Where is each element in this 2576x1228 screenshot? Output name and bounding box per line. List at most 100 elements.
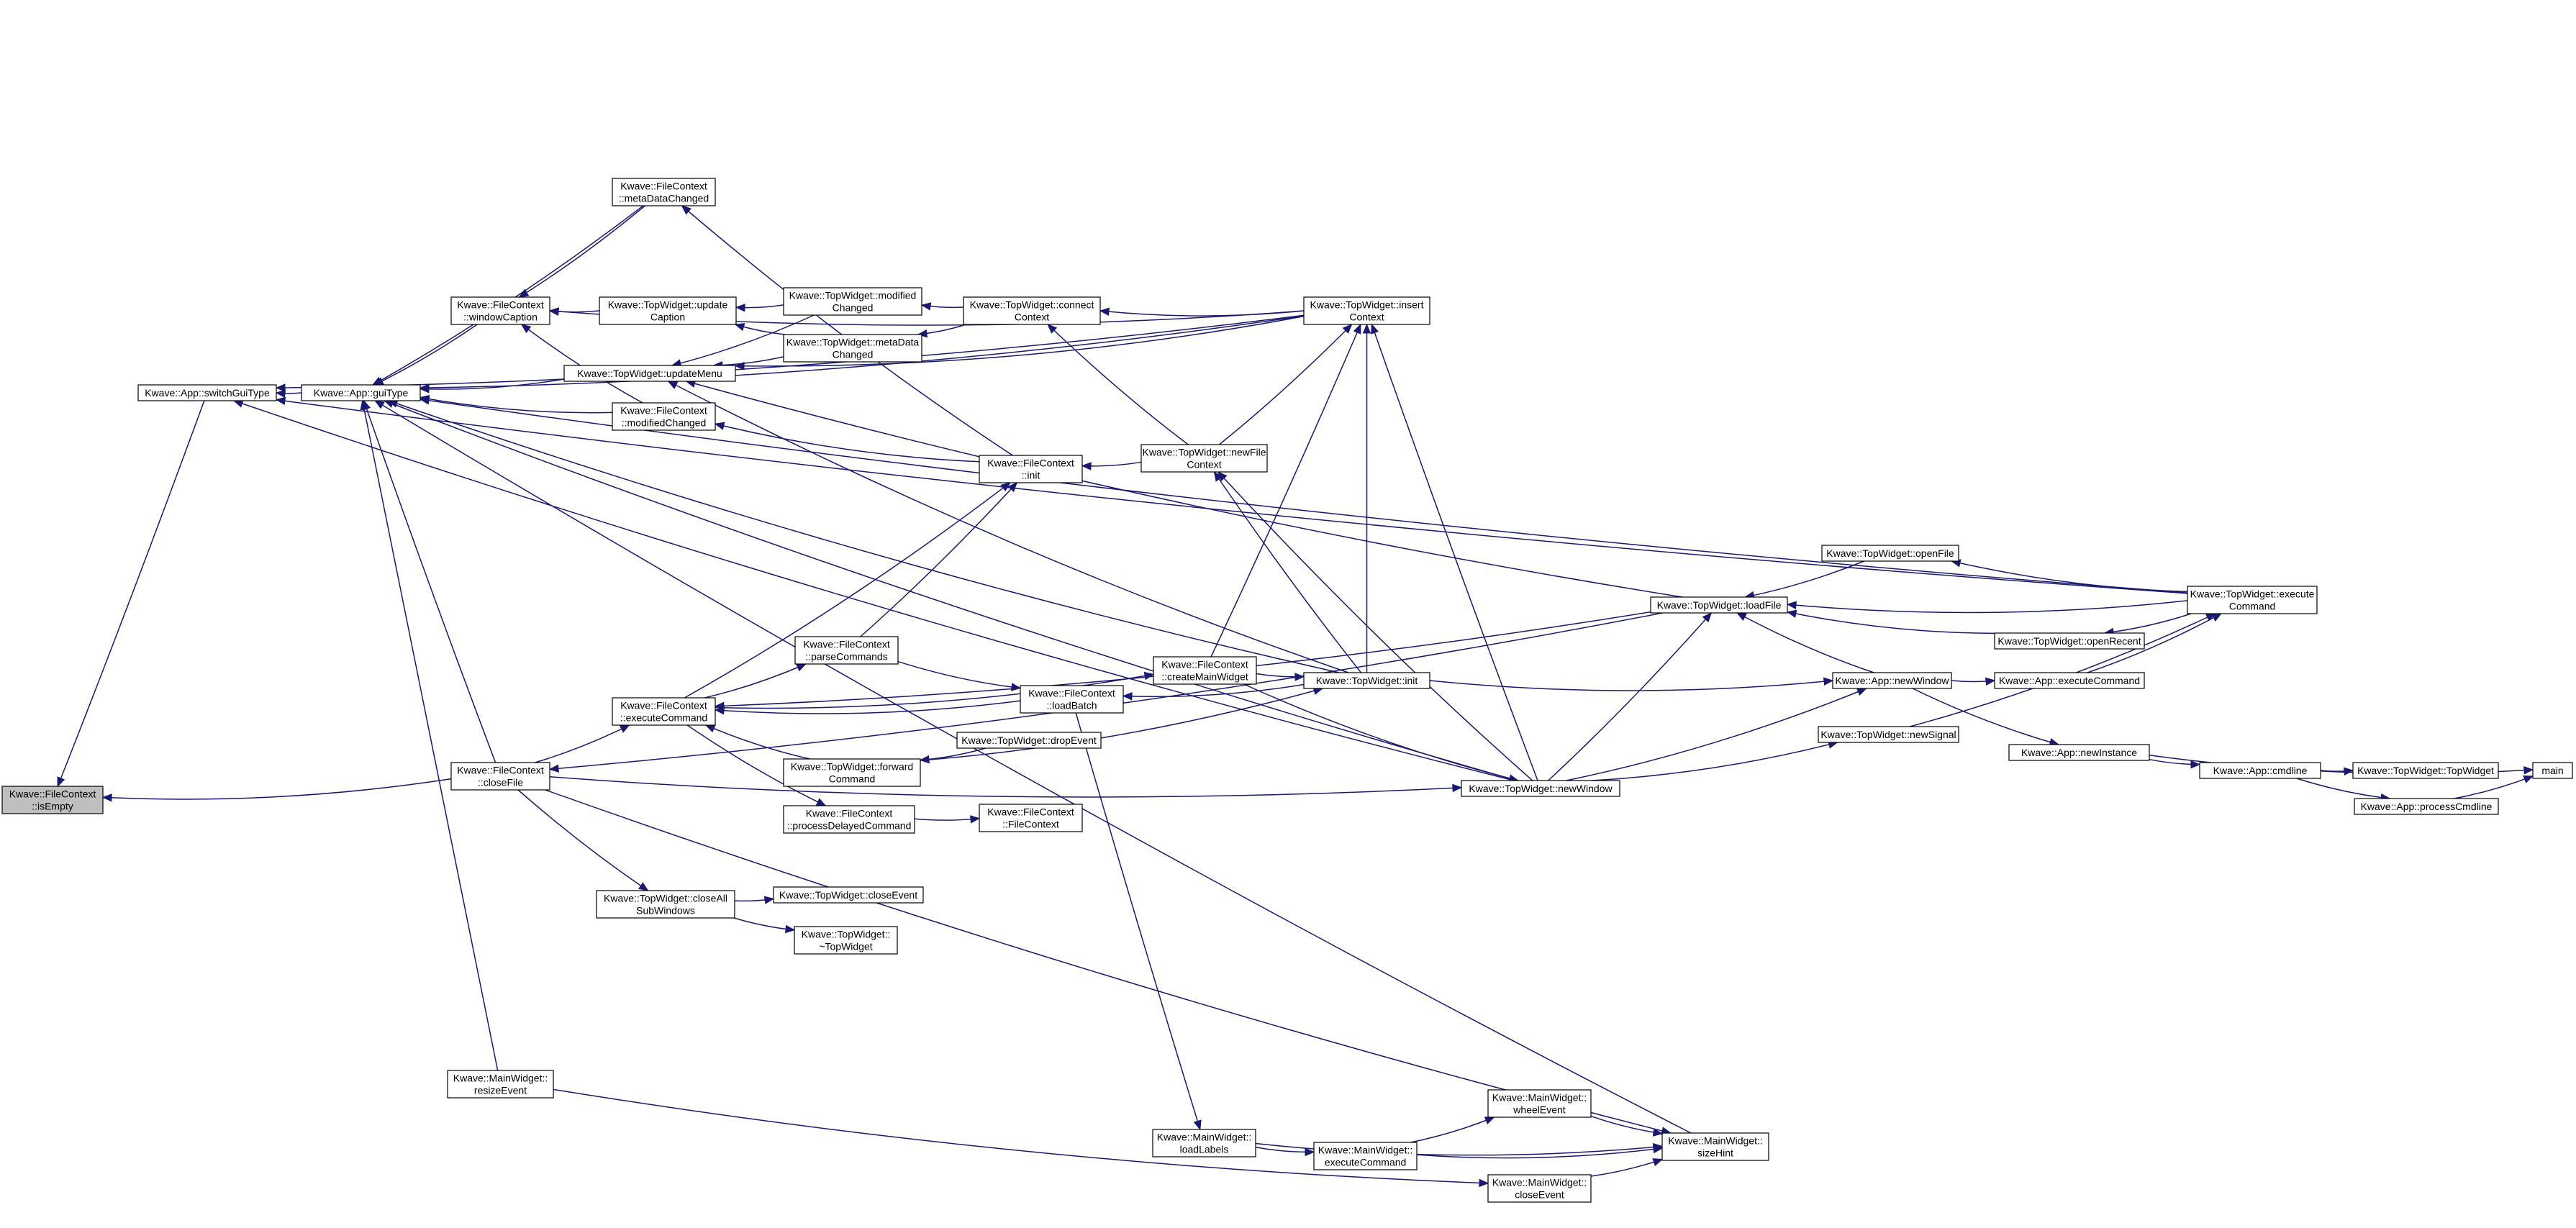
edge-createMainWidget-to-insertContext: [1210, 324, 1361, 658]
node-label: main: [2541, 765, 2563, 776]
edge-twInit-to-guiType: [388, 400, 1340, 673]
node-openRecent[interactable]: Kwave::TopWidget::openRecent: [1994, 632, 2145, 650]
node-label: Kwave::App::guiType: [314, 387, 409, 399]
node-isEmpty[interactable]: Kwave::FileContext::isEmpty: [1, 786, 104, 814]
node-label: Caption: [650, 311, 685, 323]
arrowhead: [920, 302, 932, 311]
node-box: [447, 1070, 554, 1099]
node-label: ::init: [1022, 470, 1040, 481]
node-metaDataChangedFC[interactable]: Kwave::FileContext::metaDataChanged: [612, 178, 716, 206]
node-modifiedChangedTW[interactable]: Kwave::TopWidget::modifiedChanged: [783, 287, 922, 316]
arrowhead: [1143, 671, 1155, 681]
node-box: [1661, 1132, 1769, 1161]
node-loadBatch[interactable]: Kwave::FileContext::loadBatch: [1020, 685, 1124, 714]
arrowhead: [275, 396, 286, 406]
node-main[interactable]: main: [2532, 762, 2573, 779]
edge-insertContext-to-updateMenu: [735, 315, 1305, 367]
node-updateMenu[interactable]: Kwave::TopWidget::updateMenu: [563, 365, 736, 382]
node-loadFile[interactable]: Kwave::TopWidget::loadFile: [1650, 596, 1788, 614]
node-closeEventTW[interactable]: Kwave::TopWidget::closeEvent: [773, 886, 924, 904]
edge-executeCommandFC-to-parseCommands: [704, 663, 807, 699]
node-processCmdline[interactable]: Kwave::App::processCmdline: [2354, 798, 2499, 815]
arrowhead: [360, 399, 368, 411]
node-executeCommandFC[interactable]: Kwave::FileContext::executeCommand: [612, 697, 716, 726]
node-label: Kwave::MainWidget::: [1492, 1177, 1587, 1188]
arrowhead: [2523, 765, 2534, 775]
node-label: Kwave::App::cmdline: [2213, 765, 2308, 776]
edge-executeCommandFC-to-fcInit: [684, 482, 1011, 699]
node-guiType[interactable]: Kwave::App::guiType: [301, 384, 421, 401]
node-box: [450, 762, 550, 791]
arrowhead: [1010, 683, 1022, 691]
node-label: Kwave::App::switchGuiType: [145, 387, 270, 399]
node-executeCommandApp[interactable]: Kwave::App::executeCommand: [1994, 672, 2145, 689]
node-label: resizeEvent: [474, 1085, 527, 1096]
node-wheelEvent[interactable]: Kwave::MainWidget::wheelEvent: [1487, 1089, 1592, 1118]
node-closeEventMW[interactable]: Kwave::MainWidget::closeEvent: [1487, 1174, 1592, 1203]
node-box: [1152, 1129, 1256, 1157]
arrowhead: [714, 706, 725, 715]
edge-windowCaption-to-guiType: [373, 324, 478, 386]
node-dropEvent[interactable]: Kwave::TopWidget::dropEvent: [956, 732, 1102, 749]
node-box: [1140, 444, 1268, 473]
arrowhead: [1353, 323, 1361, 335]
node-metaDataChangedTW[interactable]: Kwave::TopWidget::metaDataChanged: [783, 334, 922, 363]
arrowhead: [1786, 609, 1797, 618]
node-closeFile[interactable]: Kwave::FileContext::closeFile: [450, 762, 550, 791]
node-label: ::createMainWidget: [1161, 671, 1248, 683]
arrowhead: [735, 304, 745, 312]
arrowhead: [518, 288, 530, 298]
node-box: [450, 296, 550, 325]
edge-newFileContext-to-connectContext: [1047, 324, 1189, 445]
node-label: Kwave::TopWidget::update: [608, 299, 728, 311]
node-openFile[interactable]: Kwave::TopWidget::openFile: [1821, 545, 1959, 562]
node-box: [783, 805, 915, 834]
node-box: [1020, 685, 1124, 714]
node-box: [979, 455, 1083, 483]
node-label: sizeHint: [1697, 1147, 1733, 1159]
edge-loadBatch-to-loadLabels: [1075, 712, 1201, 1130]
node-label: ::closeFile: [478, 777, 523, 788]
node-resizeEvent[interactable]: Kwave::MainWidget::resizeEvent: [447, 1070, 554, 1099]
node-label: ::loadBatch: [1046, 700, 1097, 711]
node-box: [963, 296, 1101, 325]
arrowhead: [667, 381, 679, 389]
node-newSignal[interactable]: Kwave::TopWidget::newSignal: [1818, 726, 1959, 743]
node-label: ::windowCaption: [463, 311, 538, 323]
edge-closeAllSubWindows-to-twDtor: [733, 917, 795, 931]
node-newWindowApp[interactable]: Kwave::App::newWindow: [1832, 672, 1952, 689]
node-windowCaption[interactable]: Kwave::FileContext::windowCaption: [450, 296, 550, 325]
node-processDelayedCommand[interactable]: Kwave::FileContext::processDelayedComman…: [783, 805, 915, 834]
node-twDtor[interactable]: Kwave::TopWidget::~TopWidget: [794, 926, 898, 955]
node-newWindowTW[interactable]: Kwave::TopWidget::newWindow: [1461, 780, 1620, 797]
node-twInit[interactable]: Kwave::TopWidget::init: [1303, 672, 1430, 689]
node-loadLabels[interactable]: Kwave::MainWidget::loadLabels: [1152, 1129, 1256, 1157]
node-executeCommandTW[interactable]: Kwave::TopWidget::executeCommand: [2187, 586, 2318, 614]
node-fcCtor[interactable]: Kwave::FileContext::FileContext: [979, 804, 1083, 832]
node-executeCommandMW[interactable]: Kwave::MainWidget::executeCommand: [1313, 1142, 1418, 1170]
node-label: ::processDelayedCommand: [787, 820, 912, 832]
node-label: Kwave::FileContext: [803, 639, 890, 650]
arrowhead: [917, 329, 928, 338]
edge-modifiedChangedFC-to-windowCaption: [521, 324, 643, 404]
node-parseCommands[interactable]: Kwave::FileContext::parseCommands: [794, 636, 899, 665]
node-modifiedChangedFC[interactable]: Kwave::FileContext::modifiedChanged: [612, 402, 716, 431]
node-newInstance[interactable]: Kwave::App::newInstance: [2008, 744, 2150, 761]
node-createMainWidget[interactable]: Kwave::FileContext::createMainWidget: [1153, 656, 1257, 685]
node-box: [1487, 1174, 1592, 1203]
node-cmdline[interactable]: Kwave::App::cmdline: [2199, 762, 2321, 779]
arrowhead: [548, 764, 559, 773]
node-label: Context: [1349, 311, 1384, 323]
node-sizeHint[interactable]: Kwave::MainWidget::sizeHint: [1661, 1132, 1769, 1161]
node-switchGuiType[interactable]: Kwave::App::switchGuiType: [137, 384, 277, 401]
edge-closeFile-to-newWindowTW: [549, 776, 1462, 798]
node-fcInit[interactable]: Kwave::FileContext::init: [979, 455, 1083, 483]
node-topWidgetCtor[interactable]: Kwave::TopWidget::TopWidget: [2352, 762, 2499, 779]
node-label: Kwave::TopWidget::modified: [789, 290, 917, 301]
